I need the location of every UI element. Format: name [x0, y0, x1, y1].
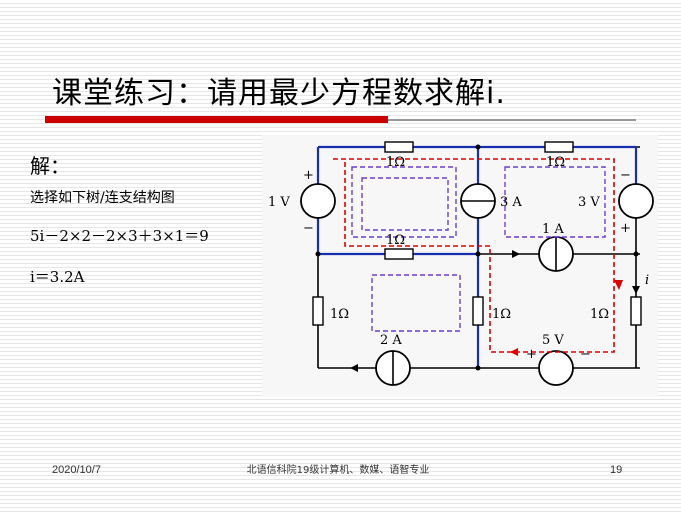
label-r-middle: 1Ω [386, 233, 405, 248]
solve-label: 解： [30, 154, 70, 178]
voltage-source-1v [300, 183, 336, 219]
label-3a: 3 A [500, 195, 522, 210]
footer-course: 北语信科院19级计算机、数媒、语智专业 [246, 465, 430, 476]
footer-date: 2020/10/7 [52, 464, 101, 476]
label-r-right: 1Ω [590, 307, 609, 322]
label-current-i: i [645, 273, 649, 288]
tree-branches [316, 145, 638, 368]
tree-description: 选择如下树/连支结构图 [30, 190, 175, 206]
arrow-current-i-icon [632, 286, 640, 294]
plus-3v: + [620, 221, 631, 236]
plus-1v: + [303, 168, 314, 183]
resistor-center [472, 296, 484, 326]
title-underline-gray [388, 119, 636, 121]
arrow-1a-icon [512, 250, 520, 258]
label-3v: 3 V [578, 195, 600, 210]
loop-red-arrow-icon [614, 280, 623, 290]
circuit-labels: 1Ω 1Ω 1Ω 1Ω 1Ω 1Ω 1 V 3 A 3 V 1 A 2 A 5 … [268, 155, 649, 362]
slide-title: 课堂练习：请用最少方程数求解i. [52, 76, 506, 111]
resistor-left [312, 296, 324, 326]
equation-kvl: 5i－2×2－2×3＋3×1＝9 [30, 227, 209, 245]
voltage-source-3v [618, 183, 654, 219]
resistor-top-right [544, 141, 574, 153]
circuit-panel [262, 135, 658, 397]
equation-result: i＝3.2A [30, 268, 85, 286]
voltage-source-5v [538, 350, 574, 386]
resistor-right [630, 296, 642, 326]
label-2a: 2 A [380, 333, 402, 348]
loop-red-arrow-bottom-icon [510, 348, 518, 356]
label-r-top-left: 1Ω [386, 155, 405, 170]
current-source-3a [460, 183, 496, 219]
minus-5v: − [580, 347, 591, 362]
arrow-2a-icon [350, 364, 358, 372]
label-r-center: 1Ω [492, 307, 511, 322]
current-source-2a [375, 350, 411, 386]
label-1a: 1 A [542, 222, 564, 237]
label-1v: 1 V [268, 195, 290, 210]
label-r-left: 1Ω [330, 307, 349, 322]
title-underline-red [45, 116, 388, 123]
current-source-1a [538, 236, 574, 272]
footer-page-number: 19 [610, 464, 623, 476]
minus-3v: − [620, 168, 631, 183]
resistor-top-left [384, 141, 414, 153]
label-r-top-right: 1Ω [546, 155, 565, 170]
minus-1v: − [303, 221, 314, 236]
loop-red [333, 158, 615, 353]
loops-purple [351, 166, 606, 332]
resistor-middle [384, 248, 414, 260]
circuit-nodes [315, 144, 639, 371]
plus-5v: + [526, 347, 537, 362]
label-5v: 5 V [542, 333, 564, 348]
